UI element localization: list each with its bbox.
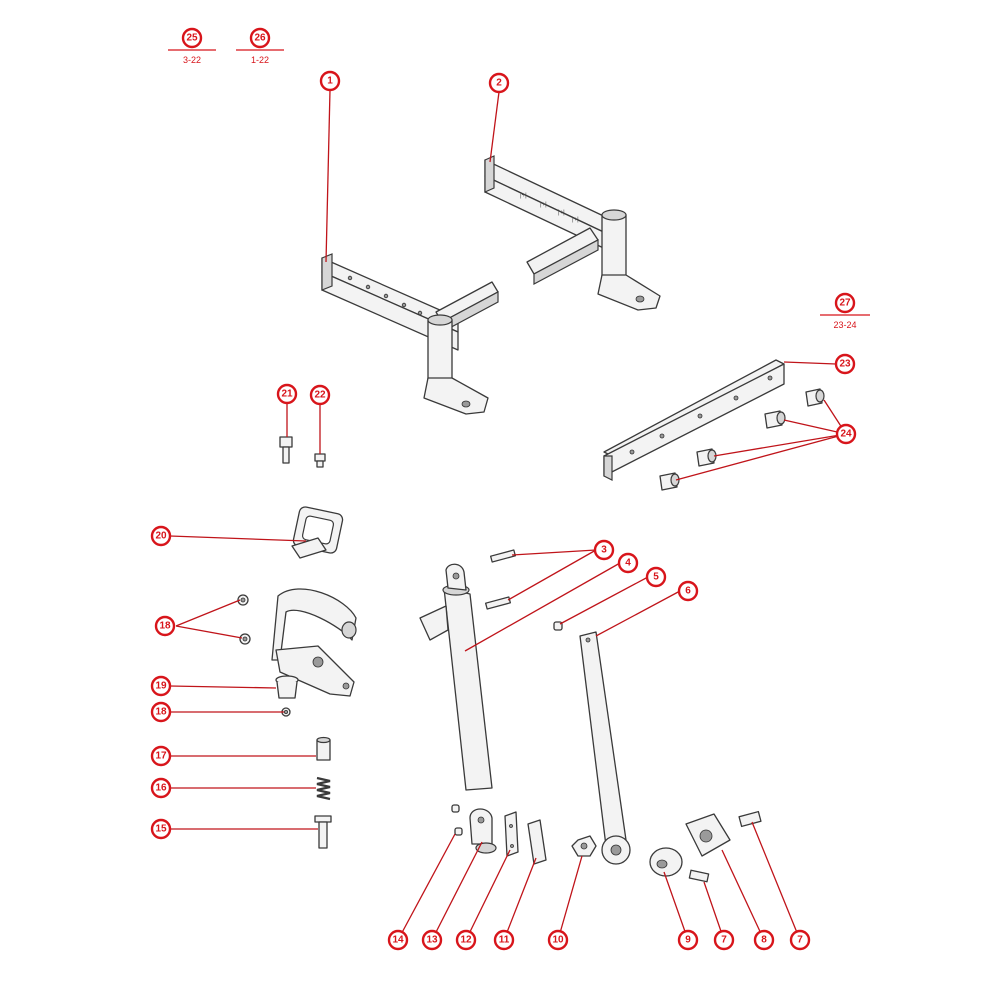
callout-7-right: 7 <box>789 929 811 951</box>
part-4-tube <box>419 563 493 791</box>
part-6-arm <box>579 631 631 865</box>
svg-text:18: 18 <box>159 621 171 632</box>
ref-27-range: 23-24 <box>833 320 856 330</box>
svg-text:17: 17 <box>155 751 167 762</box>
svg-text:1: 1 <box>327 76 333 87</box>
callout-10: 10 <box>547 929 569 951</box>
svg-text:22: 22 <box>314 390 326 401</box>
svg-text:16: 16 <box>155 783 167 794</box>
part-3-bolts <box>484 549 517 610</box>
svg-text:14: 14 <box>392 935 404 946</box>
svg-text:18: 18 <box>155 707 167 718</box>
callout-14: 14 <box>387 929 409 951</box>
part-13-bracket <box>469 808 497 854</box>
svg-text:13: 13 <box>426 935 438 946</box>
callout-1: 1 <box>319 70 341 92</box>
callout-11: 11 <box>493 929 515 951</box>
part-14-pins <box>451 804 463 836</box>
part-21-bolt <box>279 436 293 464</box>
svg-text:2: 2 <box>496 78 502 89</box>
callout-19: 19 <box>150 675 172 697</box>
part-22-bolt <box>314 453 326 468</box>
part-1-frame-left <box>321 253 499 415</box>
svg-text:7: 7 <box>721 935 727 946</box>
callout-6: 6 <box>677 580 699 602</box>
ref-25-range: 3-22 <box>183 55 201 65</box>
svg-text:25: 25 <box>186 33 198 44</box>
part-19-bushing <box>275 675 299 699</box>
svg-text:15: 15 <box>155 824 167 835</box>
svg-text:19: 19 <box>155 681 167 692</box>
svg-text:11: 11 <box>499 935 510 946</box>
callout-12: 12 <box>455 929 477 951</box>
part-17-sleeve <box>316 736 331 761</box>
callout-24: 24 <box>835 423 857 445</box>
svg-text:26: 26 <box>254 33 266 44</box>
part-10-nut <box>571 835 597 857</box>
svg-text:|+|: |+| <box>558 210 565 216</box>
reference-notes: 3-22 1-22 23-24 <box>168 49 870 330</box>
callout-5: 5 <box>645 566 667 588</box>
part-8-block <box>685 813 731 857</box>
part-16-spring <box>316 776 331 801</box>
callout-25: 25 <box>181 27 203 49</box>
part-11-strip <box>527 819 547 865</box>
ref-26-range: 1-22 <box>251 55 269 65</box>
svg-text:|+|: |+| <box>540 202 547 208</box>
svg-text:3: 3 <box>601 545 607 556</box>
callout-4: 4 <box>617 552 639 574</box>
svg-text:|+|: |+| <box>520 193 527 199</box>
svg-text:27: 27 <box>839 298 851 309</box>
part-15-pin <box>314 815 332 849</box>
callout-16: 16 <box>150 777 172 799</box>
callout-20: 20 <box>150 525 172 547</box>
svg-text:10: 10 <box>552 935 564 946</box>
callout-18-upper: 18 <box>154 615 176 637</box>
part-7-screws <box>688 810 762 883</box>
svg-text:24: 24 <box>840 429 852 440</box>
svg-text:|+|: |+| <box>572 217 579 223</box>
part-9-hub <box>649 847 683 877</box>
callout-15: 15 <box>150 818 172 840</box>
svg-text:12: 12 <box>460 935 472 946</box>
callout-17: 17 <box>150 745 172 767</box>
callout-22: 22 <box>309 384 331 406</box>
part-12-plate <box>504 811 519 857</box>
svg-text:4: 4 <box>625 558 631 569</box>
callout-23: 23 <box>834 353 856 375</box>
callout-21: 21 <box>276 383 298 405</box>
part-24-screws <box>659 388 825 491</box>
svg-text:21: 21 <box>281 389 293 400</box>
svg-text:9: 9 <box>685 935 691 946</box>
callout-18-lower: 18 <box>150 701 172 723</box>
callout-26: 26 <box>249 27 271 49</box>
callout-13: 13 <box>421 929 443 951</box>
callout-27: 27 <box>834 292 856 314</box>
svg-text:6: 6 <box>685 586 691 597</box>
callouts: 25 26 1 2 27 23 21 22 24 20 3 4 5 6 18 1… <box>150 27 857 951</box>
svg-text:23: 23 <box>839 359 851 370</box>
part-20-handle <box>291 506 344 559</box>
svg-text:7: 7 <box>797 935 803 946</box>
svg-text:20: 20 <box>155 531 167 542</box>
callout-8: 8 <box>753 929 775 951</box>
callout-7-left: 7 <box>713 929 735 951</box>
part-23-rail <box>603 359 785 481</box>
leader-lines <box>169 89 847 941</box>
part-2-frame-right: |+| |+| |+| |+| <box>484 155 661 311</box>
callout-9: 9 <box>677 929 699 951</box>
handle-assembly <box>271 588 357 697</box>
callout-2: 2 <box>488 72 510 94</box>
svg-text:8: 8 <box>761 935 767 946</box>
part-18-nuts <box>237 594 291 717</box>
svg-text:5: 5 <box>653 572 659 583</box>
callout-3: 3 <box>593 539 615 561</box>
